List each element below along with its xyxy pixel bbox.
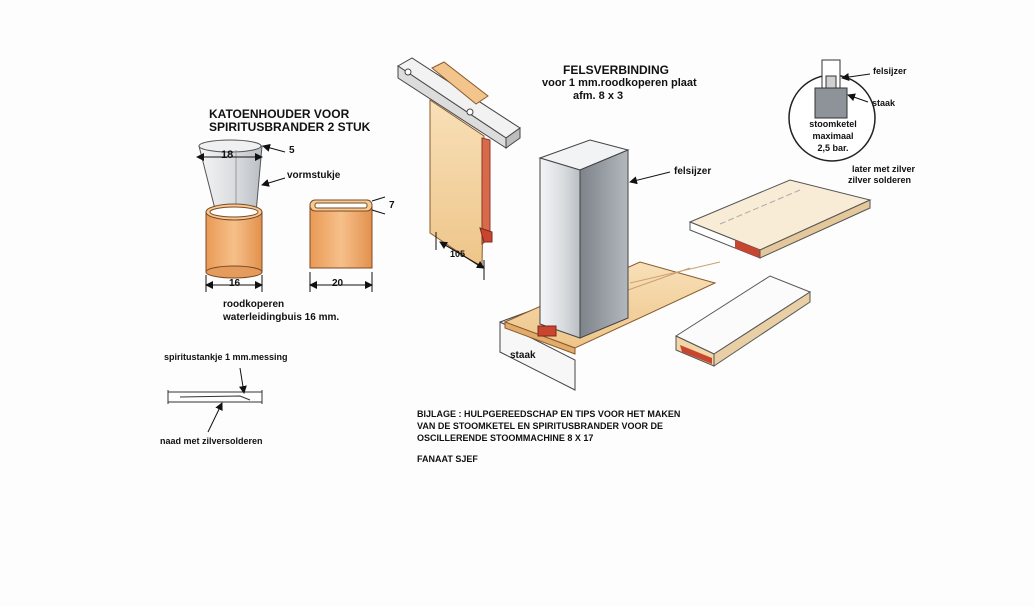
detail-note-line2: zilver solderen bbox=[848, 175, 912, 185]
katoen-title-line2: SPIRITUSBRANDER 2 STUK bbox=[209, 120, 371, 134]
vormstukje-drawing bbox=[196, 139, 286, 214]
dim-20-label: 20 bbox=[332, 278, 344, 289]
fels-title-line1: FELSVERBINDING bbox=[563, 63, 670, 77]
katoen-title-line1: KATOENHOUDER VOOR bbox=[209, 107, 350, 121]
dim-5-label: 5 bbox=[289, 145, 295, 156]
detail-staak-label: staak bbox=[872, 98, 896, 108]
bijlage-line3: OSCILLERENDE STOOMMACHINE 8 X 17 bbox=[417, 433, 594, 443]
folding-tool-drawing bbox=[397, 57, 521, 280]
folded-plate-lower bbox=[674, 275, 812, 367]
tank-seam-drawing bbox=[167, 367, 263, 433]
detail-felsijzer-label: felsijzer bbox=[873, 66, 907, 76]
copper-flat-20 bbox=[309, 196, 386, 292]
detail-circle-line3: 2,5 bar. bbox=[817, 143, 849, 153]
vormstukje-label: vormstukje bbox=[287, 170, 341, 181]
detail-note-line1: later met zilver bbox=[852, 164, 916, 174]
copper-pipe-16 bbox=[205, 203, 263, 292]
pipe-label-line2: waterleidingbuis 16 mm. bbox=[223, 312, 340, 323]
folded-plate-upper bbox=[688, 179, 872, 259]
tank-bottom-label: naad met zilversolderen bbox=[160, 436, 263, 446]
dim-16-label: 16 bbox=[229, 278, 241, 289]
staak-main-label: staak bbox=[510, 350, 536, 361]
author-label: FANAAT SJEF bbox=[417, 454, 478, 464]
detail-circle-line2: maximaal bbox=[812, 131, 854, 141]
tank-top-label: spiritustankje 1 mm.messing bbox=[164, 352, 288, 362]
felsijzer-block-drawing bbox=[499, 139, 721, 391]
pipe-label-line1: roodkoperen bbox=[223, 299, 285, 310]
felsijzer-main-label: felsijzer bbox=[674, 166, 712, 177]
dim-7-label: 7 bbox=[389, 200, 395, 211]
bijlage-line1: BIJLAGE : HULPGEREEDSCHAP EN TIPS VOOR H… bbox=[417, 409, 681, 419]
fels-title-line2: voor 1 mm.roodkoperen plaat bbox=[542, 77, 697, 89]
dim-18-label: 18 bbox=[221, 149, 234, 161]
bijlage-line2: VAN DE STOOMKETEL EN SPIRITUSBRANDER VOO… bbox=[417, 421, 664, 431]
fels-title-line3: afm. 8 x 3 bbox=[573, 90, 624, 102]
detail-circle-drawing bbox=[788, 59, 876, 162]
detail-circle-line1: stoomketel bbox=[809, 119, 857, 129]
dim-105-label: 105 bbox=[450, 249, 466, 259]
